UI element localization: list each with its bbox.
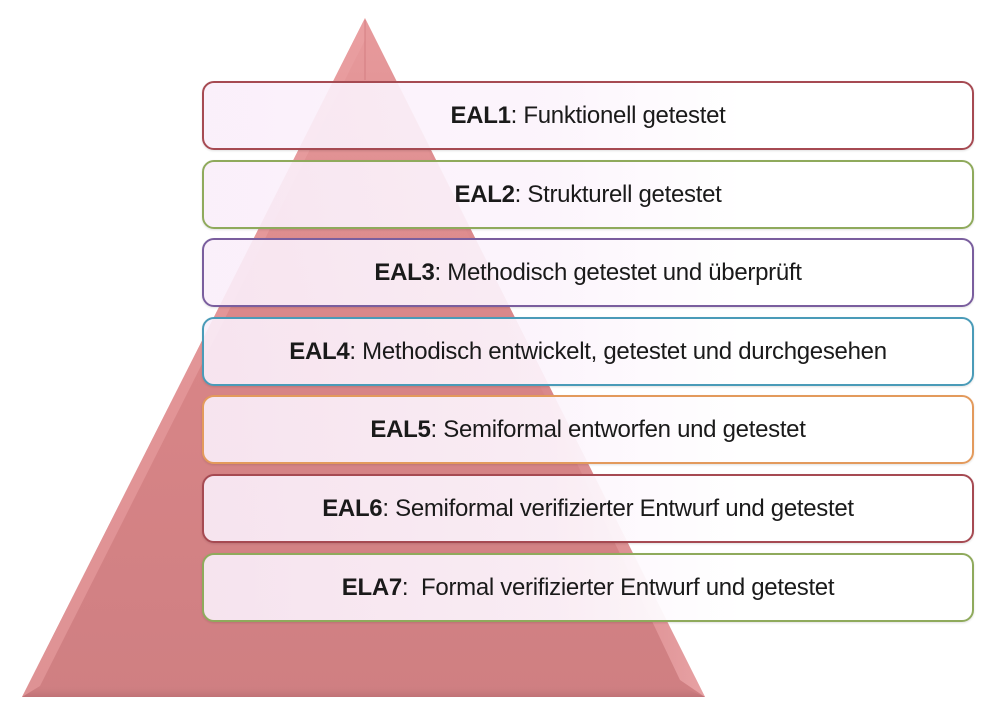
- level-separator: :: [510, 101, 524, 129]
- level-label: EAL6: Semiformal verifizierter Entwurf u…: [322, 495, 854, 523]
- level-ela7: ELA7: Formal verifizierter Entwurf und g…: [202, 553, 974, 622]
- level-label: EAL3: Methodisch getestet und überprüft: [374, 258, 802, 287]
- level-label: EAL1: Funktionell getestet: [450, 102, 725, 130]
- level-separator: :: [514, 180, 528, 208]
- level-eal3: EAL3: Methodisch getestet und überprüft: [202, 238, 974, 307]
- level-separator: :: [382, 494, 396, 522]
- level-description: Semiformal entworfen und getestet: [443, 415, 806, 443]
- level-label: EAL2: Strukturell getestet: [454, 181, 721, 209]
- level-eal6: EAL6: Semiformal verifizierter Entwurf u…: [202, 474, 974, 543]
- level-code: EAL6: [322, 494, 383, 522]
- level-description: Methodisch getestet und überprüft: [447, 258, 802, 286]
- level-separator: :: [434, 258, 448, 286]
- level-description: Methodisch entwickelt, getestet und durc…: [362, 337, 887, 365]
- level-eal1: EAL1: Funktionell getestet: [202, 81, 974, 150]
- level-separator: :: [401, 573, 422, 601]
- level-code: EAL4: [289, 337, 350, 365]
- level-code: EAL3: [374, 258, 435, 286]
- level-code: EAL2: [454, 180, 515, 208]
- level-description: Funktionell getestet: [523, 101, 726, 129]
- level-description: Semiformal verifizierter Entwurf und get…: [395, 494, 854, 522]
- level-separator: :: [430, 415, 444, 443]
- level-code: EAL5: [370, 415, 431, 443]
- level-description: Strukturell getestet: [527, 180, 722, 208]
- level-label: ELA7: Formal verifizierter Entwurf und g…: [341, 573, 835, 602]
- level-code: ELA7: [341, 573, 402, 601]
- level-code: EAL1: [450, 101, 511, 129]
- level-eal5: EAL5: Semiformal entworfen und getestet: [202, 395, 974, 464]
- level-label: EAL5: Semiformal entworfen und getestet: [370, 415, 806, 444]
- level-description: Formal verifizierter Entwurf und geteste…: [421, 573, 835, 601]
- level-label: EAL4: Methodisch entwickelt, getestet un…: [289, 338, 887, 366]
- level-separator: :: [349, 337, 363, 365]
- level-eal2: EAL2: Strukturell getestet: [202, 160, 974, 229]
- level-eal4: EAL4: Methodisch entwickelt, getestet un…: [202, 317, 974, 386]
